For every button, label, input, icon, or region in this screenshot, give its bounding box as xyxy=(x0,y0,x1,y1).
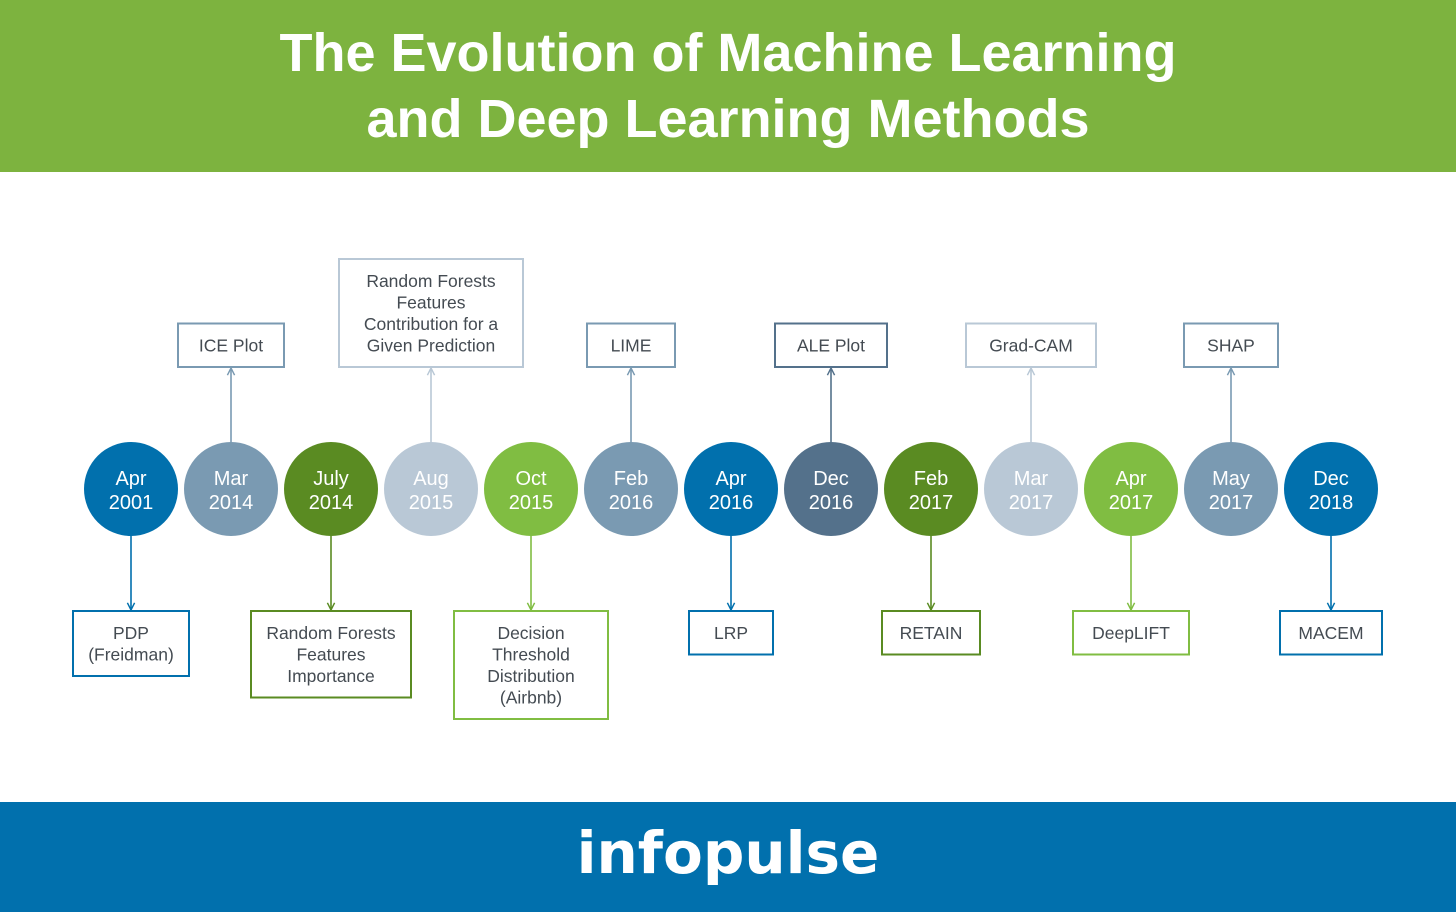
method-label: Grad-CAM xyxy=(989,336,1073,356)
date-year: 2016 xyxy=(609,492,654,514)
method-label: Contribution for a xyxy=(364,314,499,334)
date-month: Apr xyxy=(715,468,746,490)
date-year: 2016 xyxy=(809,492,854,514)
date-year: 2001 xyxy=(109,492,154,514)
date-month: Oct xyxy=(515,468,547,490)
method-label: LRP xyxy=(714,623,748,643)
method-box xyxy=(1183,322,1279,368)
date-circle xyxy=(384,442,478,536)
footer-banner: infopulse xyxy=(0,802,1456,912)
page-title: The Evolution of Machine Learning and De… xyxy=(178,20,1278,152)
date-circle xyxy=(684,442,778,536)
method-box xyxy=(250,610,412,699)
date-circle xyxy=(984,442,1078,536)
method-label: PDP xyxy=(113,623,149,643)
date-circle xyxy=(784,442,878,536)
date-month: Feb xyxy=(614,468,648,490)
date-year: 2018 xyxy=(1309,492,1354,514)
method-label: Features xyxy=(296,645,365,665)
date-year: 2015 xyxy=(409,492,454,514)
date-circle xyxy=(184,442,278,536)
title-line-1: The Evolution of Machine Learning xyxy=(279,23,1177,83)
date-month: Dec xyxy=(813,468,849,490)
method-label: ALE Plot xyxy=(797,336,865,356)
method-label: Random Forests xyxy=(366,271,496,291)
method-box xyxy=(72,610,190,677)
method-label: Importance xyxy=(287,666,375,686)
date-circle xyxy=(484,442,578,536)
method-label: (Freidman) xyxy=(88,645,174,665)
date-circle xyxy=(84,442,178,536)
method-box xyxy=(881,610,981,656)
date-year: 2017 xyxy=(1209,492,1254,514)
title-line-2: and Deep Learning Methods xyxy=(366,89,1090,149)
date-month: Aug xyxy=(413,468,449,490)
date-circle xyxy=(1084,442,1178,536)
timeline-event: Oct2015DecisionThresholdDistribution(Air… xyxy=(453,442,609,720)
infopulse-logo: infopulse xyxy=(576,819,880,887)
method-label: (Airbnb) xyxy=(500,688,562,708)
date-month: Apr xyxy=(115,468,146,490)
date-year: 2015 xyxy=(509,492,554,514)
method-box xyxy=(965,322,1097,368)
method-label: Random Forests xyxy=(266,623,396,643)
method-box xyxy=(1072,610,1190,656)
method-label: ICE Plot xyxy=(199,336,263,356)
date-year: 2014 xyxy=(309,492,354,514)
method-box xyxy=(586,322,676,368)
method-label: Given Prediction xyxy=(367,336,495,356)
date-year: 2017 xyxy=(1009,492,1054,514)
date-month: Mar xyxy=(1014,468,1049,490)
date-year: 2017 xyxy=(909,492,954,514)
method-box xyxy=(177,322,285,368)
date-month: Feb xyxy=(914,468,948,490)
date-year: 2016 xyxy=(709,492,754,514)
date-month: Mar xyxy=(214,468,249,490)
date-year: 2017 xyxy=(1109,492,1154,514)
date-circle xyxy=(1184,442,1278,536)
method-label: DeepLIFT xyxy=(1092,623,1170,643)
method-label: Features xyxy=(396,293,465,313)
header-banner: The Evolution of Machine Learning and De… xyxy=(0,0,1456,172)
date-month: May xyxy=(1212,468,1250,490)
method-box xyxy=(688,610,774,656)
method-label: MACEM xyxy=(1298,623,1363,643)
date-month: Apr xyxy=(1115,468,1146,490)
date-circle xyxy=(884,442,978,536)
date-circle xyxy=(1284,442,1378,536)
method-box xyxy=(338,258,524,368)
date-circle xyxy=(284,442,378,536)
method-box xyxy=(1279,610,1383,656)
method-label: Threshold xyxy=(492,645,570,665)
date-circle xyxy=(584,442,678,536)
method-label: SHAP xyxy=(1207,336,1255,356)
method-box xyxy=(453,610,609,720)
method-label: LIME xyxy=(611,336,652,356)
date-month: July xyxy=(313,468,349,490)
method-label: Distribution xyxy=(487,666,575,686)
method-label: RETAIN xyxy=(900,623,963,643)
method-box xyxy=(774,322,888,368)
date-month: Dec xyxy=(1313,468,1349,490)
method-label: Decision xyxy=(497,623,564,643)
date-year: 2014 xyxy=(209,492,254,514)
